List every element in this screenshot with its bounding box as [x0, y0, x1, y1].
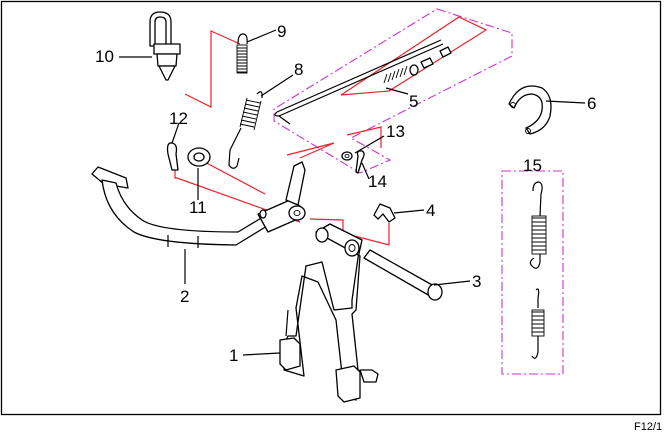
leader-lines — [119, 29, 586, 356]
part-1-main-stand — [279, 223, 379, 403]
assembly-line-small-clip — [346, 126, 382, 148]
part-15-springs — [529, 181, 547, 359]
part-6-c-clip — [508, 85, 552, 135]
part-12-pin — [166, 142, 179, 171]
callout-6: 6 — [587, 94, 596, 113]
part-5-rod-assembly — [274, 39, 452, 125]
group-box-rod — [273, 8, 513, 174]
part-11-washer — [187, 147, 211, 167]
assembly-line-rod — [340, 16, 488, 96]
callout-13: 13 — [386, 122, 405, 141]
callout-4: 4 — [426, 201, 435, 220]
callout-3: 3 — [472, 272, 481, 291]
part-9-spring — [236, 33, 248, 74]
part-10-hook-plug — [149, 11, 181, 81]
assembly-line-spring-top — [184, 30, 241, 108]
callout-9: 9 — [277, 22, 286, 41]
callout-1: 1 — [229, 346, 238, 365]
diagram-frame — [0, 0, 662, 416]
callout-12: 12 — [169, 109, 188, 128]
callout-5: 5 — [409, 92, 418, 111]
callout-11: 11 — [189, 198, 207, 217]
callout-2: 2 — [180, 287, 189, 306]
figure-code: F12/1 — [634, 421, 662, 433]
part-4-bracket — [373, 203, 396, 223]
assembly-line-washer-pivot — [198, 158, 266, 195]
callout-8: 8 — [294, 60, 303, 79]
callout-15: 15 — [523, 156, 542, 175]
part-2-pedal-arm — [91, 161, 306, 248]
callout-10: 10 — [95, 47, 114, 66]
group-box-springs — [501, 170, 564, 375]
part-8-spring — [228, 91, 263, 169]
part-3-shaft — [363, 249, 443, 301]
part-14-split-pin — [355, 150, 365, 174]
assembly-line-rod-arm — [286, 142, 335, 159]
callout-14: 14 — [368, 172, 387, 191]
part-13-small-washer — [341, 151, 353, 161]
